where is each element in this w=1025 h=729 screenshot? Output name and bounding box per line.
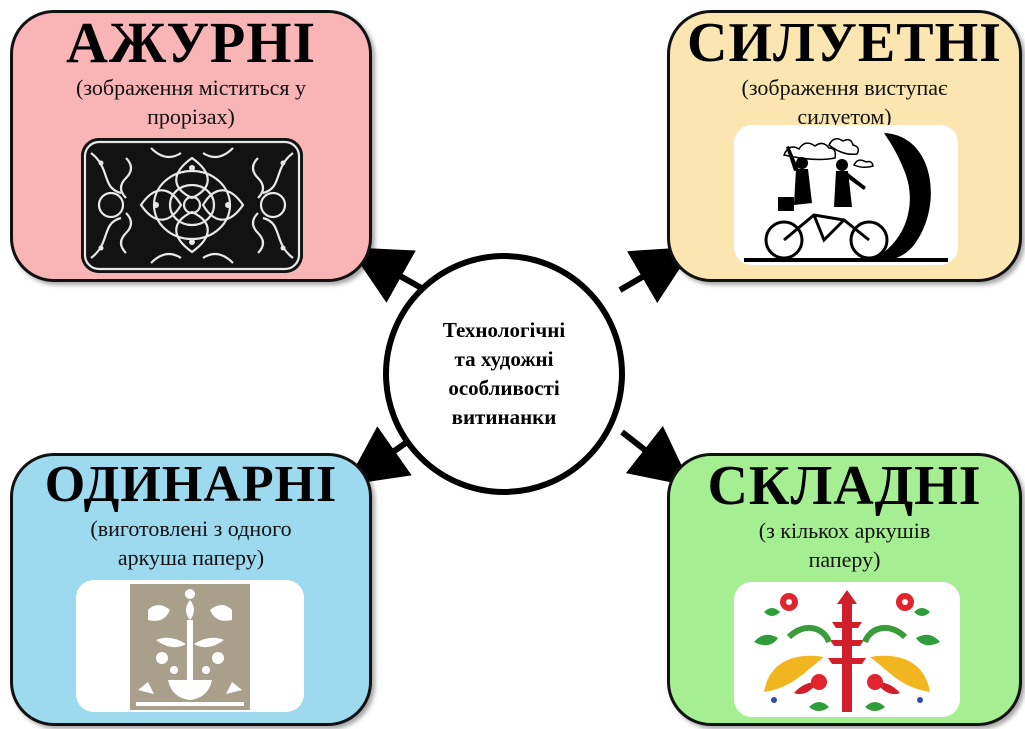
card-skladni: СКЛАДНІ (з кількох аркушів паперу)	[667, 453, 1022, 726]
card-title: СИЛУЕТНІ	[687, 12, 1002, 74]
card-desc-line-2: паперу)	[808, 547, 881, 572]
central-topic-circle: Технологічні та художні особливості вити…	[383, 253, 625, 495]
card-desc-line-2: прорізах)	[147, 104, 235, 129]
central-topic-line-3: особливості	[448, 376, 560, 400]
central-topic-line-1: Технологічні	[442, 318, 566, 342]
card-title: АЖУРНІ	[65, 10, 317, 75]
central-topic-line-2: та художні	[454, 347, 554, 371]
single-sheet-tree-of-life-image	[76, 580, 304, 712]
card-desc-line-2: аркуша паперу)	[117, 545, 265, 570]
card-desc-line-2: силуетом)	[797, 104, 892, 129]
card-desc-line-1: (виготовлені з одного	[90, 516, 292, 541]
card-title: СКЛАДНІ	[707, 455, 982, 517]
card-odynarni: ОДИНАРНІ (виготовлені з одного аркуша па…	[10, 453, 372, 726]
arrow-bottom-right	[620, 425, 692, 487]
card-desc-line-1: (зображення міститься у	[76, 75, 306, 100]
central-topic-line-4: витинанки	[451, 405, 557, 429]
card-syluetni: СИЛУЕТНІ (зображення виступає силуетом)	[667, 10, 1022, 282]
card-desc-line-1: (зображення виступає	[741, 75, 948, 100]
arrow-top-right	[618, 246, 694, 304]
multi-sheet-floral-image	[734, 582, 960, 717]
central-topic-text: Технологічні та художні особливості вити…	[419, 316, 589, 432]
silhouette-cyclists-image	[734, 125, 958, 265]
card-title: ОДИНАРНІ	[44, 456, 338, 513]
arrow-top-left	[348, 247, 427, 303]
arrow-bottom-left	[345, 426, 412, 486]
card-desc-line-1: (з кількох аркушів	[758, 518, 931, 543]
card-azhurni: АЖУРНІ (зображення міститься у прорізах)	[10, 10, 372, 282]
openwork-ornament-image	[81, 138, 303, 273]
